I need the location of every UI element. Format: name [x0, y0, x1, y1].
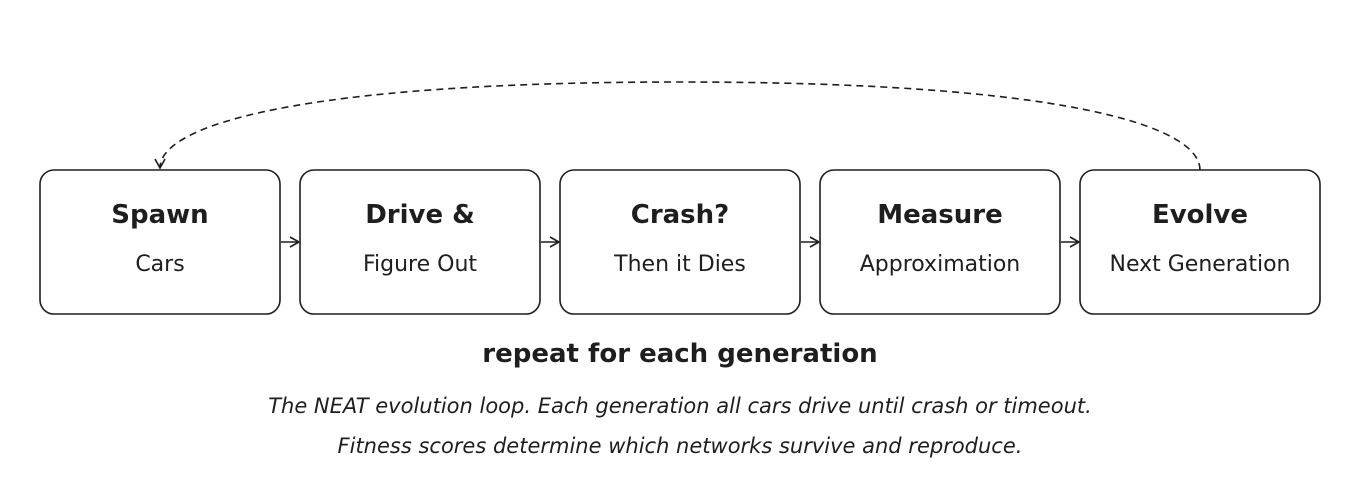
caption-line: Fitness scores determine which networks … — [337, 434, 1023, 458]
stage-title: Drive & — [365, 200, 475, 230]
caption-line: The NEAT evolution loop. Each generation… — [268, 394, 1092, 418]
stage-crash: Crash? Then it Dies — [559, 169, 801, 315]
stage-subtitle: Cars — [135, 252, 184, 277]
stage-box — [299, 169, 541, 315]
stage-drive: Drive & Figure Out — [299, 169, 541, 315]
stage-box — [819, 169, 1061, 315]
stage-box — [39, 169, 281, 315]
stage-title: Crash? — [631, 200, 730, 230]
stage-subtitle: Then it Dies — [613, 252, 746, 277]
stage-box — [559, 169, 801, 315]
stage-spawn: Spawn Cars — [39, 169, 281, 315]
stage-subtitle: Approximation — [860, 252, 1021, 277]
stage-title: Spawn — [111, 200, 208, 230]
evolution-loop-diagram: Spawn Cars Drive & Figure Out Crash? The… — [39, 81, 1321, 369]
stage-title: Evolve — [1152, 200, 1248, 230]
stage-measure: Measure Approximation — [819, 169, 1061, 315]
stage-evolve: Evolve Next Generation — [1079, 169, 1321, 315]
loop-label: repeat for each generation — [482, 339, 877, 369]
stage-subtitle: Next Generation — [1110, 252, 1291, 277]
feedback-loop-arrow — [154, 81, 1201, 171]
stage-subtitle: Figure Out — [363, 252, 477, 277]
stage-title: Measure — [877, 200, 1003, 230]
stage-box — [1079, 169, 1321, 315]
